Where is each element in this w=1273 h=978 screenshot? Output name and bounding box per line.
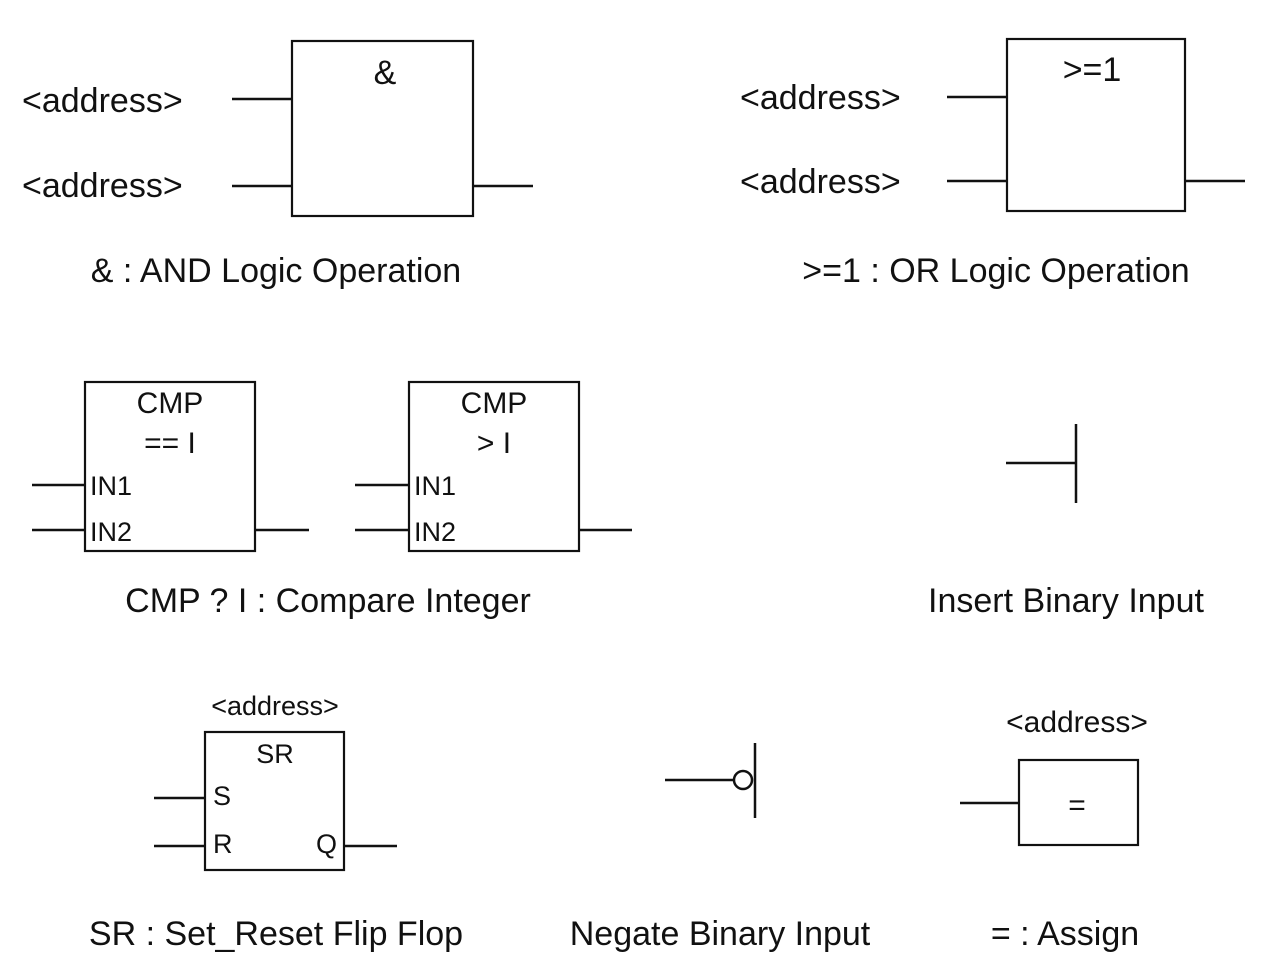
sr-q-label: Q bbox=[316, 829, 337, 859]
assign-block: <address> = = : Assign bbox=[960, 706, 1148, 953]
cmp-eq-box bbox=[83, 380, 257, 553]
insert-binary-input: Insert Binary Input bbox=[928, 424, 1205, 620]
insert-input-caption: Insert Binary Input bbox=[928, 582, 1204, 620]
sr-r-label: R bbox=[213, 829, 233, 859]
cmp-gt-box bbox=[407, 380, 581, 553]
or-block: >=1 <address> <address> >=1 : OR Logic O… bbox=[740, 37, 1245, 290]
cmp-gt-in2-label: IN2 bbox=[414, 517, 456, 547]
assign-address: <address> bbox=[1006, 706, 1148, 739]
cmp-eq-in1-label: IN1 bbox=[90, 471, 132, 501]
sr-block: <address> SR S R Q SR : Set_Reset Flip F… bbox=[89, 691, 463, 953]
negate-binary-input: Negate Binary Input bbox=[570, 743, 871, 953]
negate-input-circle bbox=[732, 769, 754, 791]
assign-symbol: = bbox=[1068, 789, 1086, 822]
sr-title: SR bbox=[256, 739, 294, 769]
or-input1-address: <address> bbox=[740, 79, 901, 117]
or-input2-address: <address> bbox=[740, 163, 901, 201]
and-box bbox=[290, 39, 475, 218]
sr-box bbox=[203, 730, 346, 872]
and-block: & <address> <address> & : AND Logic Oper… bbox=[22, 39, 533, 290]
cmp-eq-title: CMP bbox=[137, 387, 204, 420]
and-input1-address: <address> bbox=[22, 82, 183, 120]
sr-address: <address> bbox=[211, 691, 339, 721]
assign-caption: = : Assign bbox=[991, 915, 1139, 953]
and-symbol: & bbox=[374, 54, 397, 92]
and-input2-address: <address> bbox=[22, 167, 183, 205]
cmp-eq-block: CMP == I IN1 IN2 bbox=[32, 380, 309, 553]
cmp-caption: CMP ? I : Compare Integer bbox=[125, 582, 531, 620]
sr-caption: SR : Set_Reset Flip Flop bbox=[89, 915, 463, 953]
negate-input-caption: Negate Binary Input bbox=[570, 915, 871, 953]
cmp-gt-block: CMP > I IN1 IN2 bbox=[355, 380, 632, 553]
cmp-eq-in2-label: IN2 bbox=[90, 517, 132, 547]
assign-box bbox=[1017, 758, 1140, 847]
or-caption: >=1 : OR Logic Operation bbox=[802, 252, 1189, 290]
cmp-gt-title: CMP bbox=[461, 387, 528, 420]
cmp-eq-operator: == I bbox=[144, 427, 196, 460]
and-caption: & : AND Logic Operation bbox=[91, 252, 461, 290]
or-box bbox=[1005, 37, 1187, 213]
or-symbol: >=1 bbox=[1063, 51, 1122, 89]
sr-s-label: S bbox=[213, 781, 231, 811]
cmp-gt-in1-label: IN1 bbox=[414, 471, 456, 501]
cmp-gt-operator: > I bbox=[477, 427, 511, 460]
